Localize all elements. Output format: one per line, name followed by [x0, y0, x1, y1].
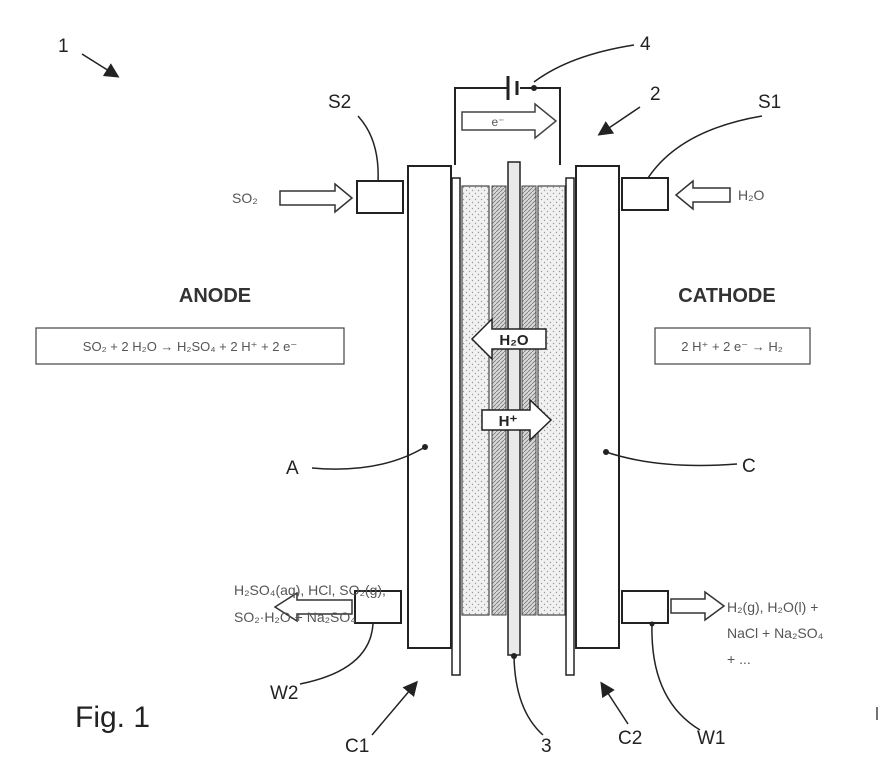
ref-cathode-inlet: S1 [758, 92, 781, 113]
membrane-layer-right [522, 186, 536, 615]
ref-device: 1 [58, 36, 69, 57]
ref-anode-inlet-leader [358, 116, 378, 182]
membrane-3 [508, 162, 520, 655]
cathode-output-arrow [671, 592, 724, 620]
cathode-outlet-port [622, 591, 668, 623]
water-flow-label: H₂O [499, 332, 528, 349]
cathode-output-line1: H₂(g), H₂O(l) + [727, 599, 818, 615]
anode-output-line2: SO₂·H₂O + Na₂SO₄ [234, 609, 356, 625]
membrane-layer-left [492, 186, 506, 615]
electron-flow-arrow: e⁻ [462, 104, 556, 138]
ref-power-leader [534, 45, 634, 82]
ref-anode-inlet: S2 [328, 92, 351, 113]
ref-cathode-outlet: W1 [697, 728, 726, 749]
ref-cathode-chamber: C2 [618, 728, 642, 749]
anode-plate [408, 166, 451, 648]
electron-label: e⁻ [491, 115, 504, 129]
anode-inlet-port [357, 181, 403, 213]
ref-membrane-dot [511, 653, 517, 659]
cathode-catalyst-layer [538, 186, 565, 615]
ref-cathode-plate-dot [603, 449, 609, 455]
ref-cathode-plate-leader [606, 452, 737, 466]
cathode-inlet-port [622, 178, 668, 210]
ref-cell: 2 [650, 84, 661, 105]
ref-anode-outlet: W2 [270, 683, 299, 704]
ref-anode-plate: A [286, 458, 299, 479]
figure-caption: Fig. 1 [75, 701, 150, 734]
cathode-output-line2: NaCl + Na₂SO₄ [727, 625, 824, 641]
ref-cell-arrow [600, 107, 640, 134]
cathode-input-label: H₂O [738, 187, 765, 203]
ref-device-arrow [82, 54, 117, 76]
anode-reaction: SO₂ + 2 H₂O → H₂SO₄ + 2 H⁺ + 2 e⁻ [83, 339, 297, 354]
h2o-input-arrow [676, 181, 730, 209]
ref-cathode-outlet-leader [652, 624, 700, 730]
ref-membrane: 3 [541, 736, 552, 757]
ref-anode-outlet-leader [300, 624, 373, 684]
anode-input-label: SO₂ [232, 190, 258, 206]
ref-cathode-plate: C [742, 456, 756, 477]
ref-power: 4 [640, 34, 651, 55]
cathode-reaction: 2 H⁺ + 2 e⁻ → H₂ [681, 339, 783, 354]
anode-output-line1: H₂SO₄(aq), HCl, SO₂(g), [234, 582, 386, 598]
ref-cathode-inlet-leader [648, 116, 762, 178]
cathode-plate [576, 166, 619, 648]
anode-catalyst-layer [462, 186, 489, 615]
ref-anode-plate-dot [422, 444, 428, 450]
cathode-output-line3: + ... [727, 651, 751, 667]
power-node [531, 85, 537, 91]
ref-membrane-leader [514, 656, 543, 735]
cathode-title: CATHODE [678, 285, 775, 307]
anode-electrode [452, 178, 460, 675]
anode-title: ANODE [179, 285, 251, 307]
ref-cathode-outlet-dot [650, 622, 655, 627]
so2-input-arrow [280, 184, 352, 212]
ref-cathode-chamber-arrow [602, 684, 628, 724]
proton-flow-label: H⁺ [499, 413, 518, 430]
ref-anode-chamber: C1 [345, 736, 369, 757]
cathode-electrode [566, 178, 574, 675]
ref-anode-chamber-arrow [372, 683, 416, 735]
